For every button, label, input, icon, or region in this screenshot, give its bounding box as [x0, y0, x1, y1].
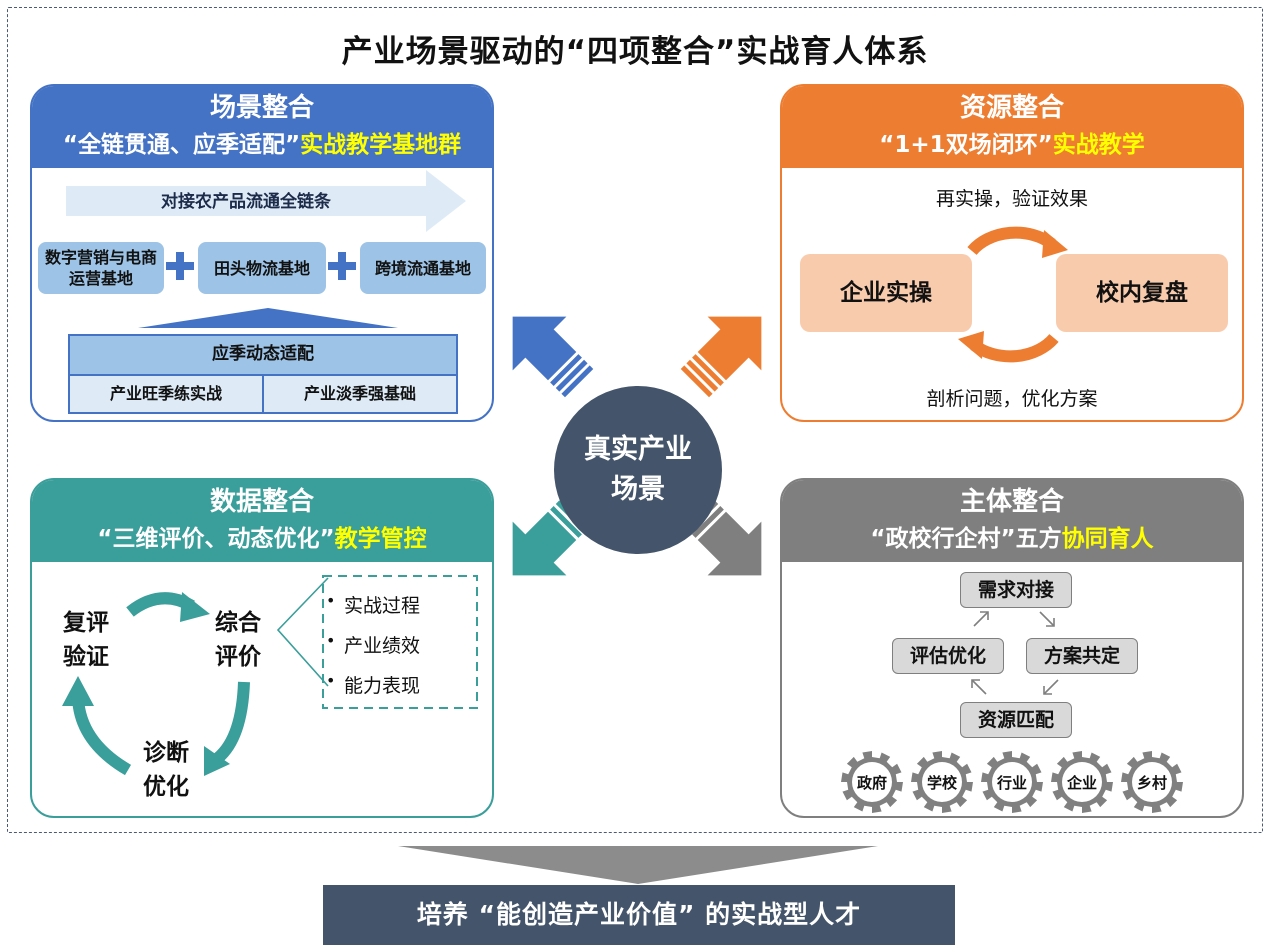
season-table: 应季动态适配 产业旺季练实战 产业淡季强基础 [68, 334, 458, 414]
gear-label: 乡村 [1137, 774, 1167, 792]
base-field-logistics: 田头物流基地 [198, 242, 326, 294]
gear-center [1132, 762, 1172, 802]
subject-integration-panel: 主体整合 “政校行企村”五方协同育人 需求对接 方案共定 资源匹配 评估优化 政… [780, 478, 1244, 818]
data-subtitle-main: “三维评价、动态优化” [97, 526, 335, 552]
data-subtitle: “三维评价、动态优化”教学管控 [32, 522, 492, 556]
resource-header: 资源整合 “1+1双场闭环”实战教学 [782, 86, 1242, 168]
base-digital-marketing: 数字营销与电商运营基地 [38, 242, 164, 294]
scene-subtitle: “全链贯通、应季适配”实战教学基地群 [32, 128, 492, 162]
data-header: 数据整合 “三维评价、动态优化”教学管控 [32, 480, 492, 562]
gear-center [1062, 762, 1102, 802]
dashed-box-icon [322, 575, 478, 709]
plus-icon [328, 252, 356, 280]
cycle-review-verify: 复评验证 [63, 610, 109, 670]
gear-label: 企业 [1066, 774, 1097, 792]
resource-title: 资源整合 [959, 93, 1064, 123]
cycle-comprehensive-eval: 综合评价 [215, 610, 261, 670]
up-triangle-icon [138, 308, 398, 328]
scene-header: 场景整合 “全链贯通、应季适配”实战教学基地群 [32, 86, 492, 168]
resource-subtitle: “1+1双场闭环”实战教学 [782, 128, 1242, 162]
gears-row: 政府 学校 行业 企业 乡村 [841, 751, 1183, 813]
chain-label: 对接农产品流通全链条 [161, 192, 331, 212]
scene-title: 场景整合 [209, 93, 314, 123]
main-title: 产业场景驱动的“四项整合”实战育人体系 [341, 34, 929, 70]
gear-label: 学校 [927, 774, 958, 792]
base-cross-border: 跨境流通基地 [360, 242, 486, 294]
season-off: 产业淡季强基础 [303, 384, 416, 403]
gear-center [852, 762, 892, 802]
resource-integration-panel: 资源整合 “1+1双场闭环”实战教学 再实操，验证效果 企业实操 校内复盘 剖析… [780, 84, 1244, 422]
flow-plan-codesign: 方案共定 [1026, 638, 1138, 674]
center-real-industry-scene: 真实产业场景 [554, 386, 722, 554]
resource-subtitle-highlight: 实战教学 [1052, 132, 1145, 158]
bottom-goal-bar: 培养 “能创造产业价值” 的实战型人才 [323, 885, 955, 945]
scene-subtitle-highlight: 实战教学基地群 [300, 132, 462, 158]
flow-resource-matching: 资源匹配 [960, 702, 1072, 738]
season-title: 应季动态适配 [212, 344, 314, 364]
evaluation-dimensions: 实战过程 产业绩效 能力表现 [322, 575, 478, 709]
data-subtitle-highlight: 教学管控 [334, 526, 427, 552]
enterprise-practice-box: 企业实操 [800, 254, 972, 332]
flow-arrows-icon [971, 611, 1059, 695]
chain-arrow: 对接农产品流通全链条 [66, 170, 466, 232]
gear-center [922, 762, 962, 802]
plus-icon [166, 252, 194, 280]
gear-label: 行业 [996, 774, 1027, 792]
flow-eval-optimize: 评估优化 [892, 638, 1004, 674]
scene-subtitle-main: “全链贯通、应季适配” [62, 132, 301, 158]
subject-subtitle-highlight: 协同育人 [1061, 526, 1154, 552]
loop-arrows-icon [958, 226, 1068, 363]
arrow-to-resource-icon [680, 316, 762, 398]
bullet-industry-performance: 产业绩效 [326, 631, 420, 658]
cycle-arrows-icon [62, 577, 329, 776]
subject-header: 主体整合 “政校行企村”五方协同育人 [782, 480, 1242, 562]
subject-subtitle: “政校行企村”五方协同育人 [782, 522, 1242, 556]
resource-subtitle-main: “1+1双场闭环” [879, 132, 1053, 158]
scene-integration-panel: 场景整合 “全链贯通、应季适配”实战教学基地群 对接农产品流通全链条 数字营销与… [30, 84, 494, 422]
subject-subtitle-main: “政校行企村”五方 [870, 526, 1062, 552]
cycle-diagnose-optimize: 诊断优化 [143, 740, 189, 800]
data-title: 数据整合 [209, 487, 314, 517]
data-integration-panel: 数据整合 “三维评价、动态优化”教学管控 复评验证 综合评价 诊断优化 实战过程… [30, 478, 494, 818]
bullet-practice-process: 实战过程 [326, 591, 420, 618]
resource-top-text: 再实操，验证效果 [935, 188, 1088, 210]
campus-review-box: 校内复盘 [1056, 254, 1228, 332]
gear-label: 政府 [857, 774, 887, 792]
subject-title: 主体整合 [959, 487, 1064, 517]
bullet-ability-performance: 能力表现 [326, 671, 420, 698]
arrow-to-scene-icon [512, 316, 594, 398]
gear-center [992, 762, 1032, 802]
season-peak: 产业旺季练实战 [70, 376, 264, 412]
resource-bottom-text: 剖析问题，优化方案 [926, 388, 1098, 410]
flow-demand-matching: 需求对接 [960, 572, 1072, 608]
season-row: 产业旺季练实战 产业淡季强基础 [70, 374, 456, 412]
outer-dashed-frame [7, 7, 1263, 833]
chain-arrow-icon [66, 170, 466, 232]
bottom-down-triangle-icon [398, 846, 878, 884]
